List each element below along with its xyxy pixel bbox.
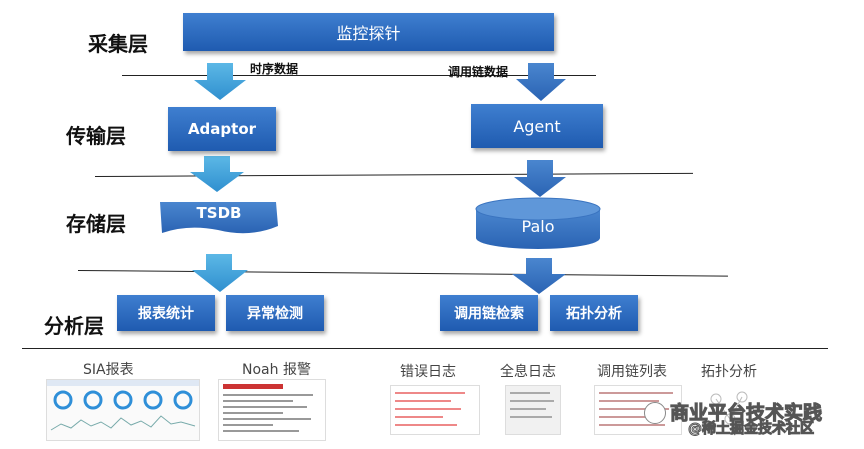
agent-box: Agent (471, 104, 603, 148)
arrow-agent-to-palo (514, 160, 566, 197)
separator-collect (122, 75, 596, 76)
adaptor-box-label: Adaptor (187, 120, 257, 138)
arrow-palo-to-analysis (512, 258, 566, 294)
tsdb-shape (160, 202, 278, 234)
layer-label-transport: 传输层 (66, 124, 126, 148)
trace-list-thumbnail (594, 385, 682, 435)
anomaly-detect-label: 异常检测 (247, 306, 303, 322)
topology-thumbnail (702, 385, 758, 433)
watermark-line2: @稀土掘金技术社区 (688, 421, 815, 438)
tsdb-label: TSDB (196, 204, 242, 222)
topology-analysis-box: 拓扑分析 (550, 295, 638, 331)
report-stats-box: 报表统计 (117, 295, 215, 331)
arrow-probe-to-adaptor (194, 63, 246, 100)
product-label-full-log: 全息日志 (500, 364, 556, 380)
probe-box: 监控探针 (183, 13, 554, 51)
error-log-thumbnail (390, 385, 480, 435)
arrow-adaptor-to-tsdb (190, 156, 244, 192)
layer-label-analysis: 分析层 (44, 314, 104, 338)
product-label-sia: SIA报表 (83, 362, 134, 378)
wechat-icon (644, 402, 666, 424)
palo-cylinder (475, 197, 601, 249)
adaptor-box: Adaptor (168, 107, 276, 151)
noah-alarm-thumbnail (218, 379, 326, 441)
report-stats-label: 报表统计 (138, 306, 194, 322)
separator-analysis (22, 348, 828, 349)
layer-label-storage: 存储层 (66, 212, 126, 236)
flow-label-trace: 调用链数据 (448, 65, 509, 79)
probe-box-label: 监控探针 (336, 24, 401, 43)
sia-report-thumbnail (46, 379, 200, 441)
trace-search-box: 调用链检索 (440, 295, 538, 331)
product-label-trace-list: 调用链列表 (597, 364, 667, 380)
layer-label-collect: 采集层 (88, 32, 148, 56)
flow-label-timeseries: 时序数据 (250, 62, 299, 76)
product-label-topology: 拓扑分析 (701, 364, 757, 380)
agent-box-label: Agent (513, 116, 561, 136)
arrow-probe-to-agent (516, 63, 566, 101)
arrow-tsdb-to-analysis (192, 254, 248, 292)
watermark-line1: 商业平台技术实践 (669, 402, 823, 425)
topology-analysis-label: 拓扑分析 (566, 306, 622, 322)
trace-search-label: 调用链检索 (454, 306, 524, 322)
full-log-thumbnail (505, 385, 561, 435)
product-label-error-log: 错误日志 (400, 364, 456, 380)
product-label-noah: Noah 报警 (242, 362, 311, 378)
anomaly-detect-box: 异常检测 (226, 295, 324, 331)
palo-label: Palo (521, 217, 555, 236)
